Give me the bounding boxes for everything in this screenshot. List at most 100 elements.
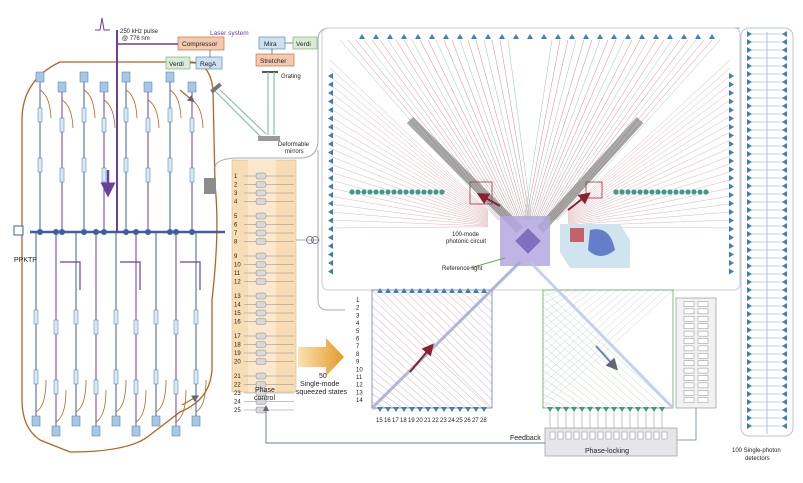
input-mesh-line <box>371 369 419 409</box>
single-photon-detector <box>747 79 752 85</box>
teal-node <box>631 189 637 195</box>
top-port <box>729 268 734 275</box>
output-mesh-line <box>542 289 674 409</box>
single-photon-detector <box>747 215 752 221</box>
output-port-bottom <box>627 407 633 412</box>
source-filter-top <box>59 167 65 183</box>
phase-locking-cell <box>661 431 668 440</box>
input-port-bottom <box>457 407 463 412</box>
teal-node <box>661 189 667 195</box>
mesh-line <box>538 39 625 221</box>
red-arrow-left <box>476 193 501 207</box>
single-photon-detector <box>782 207 787 213</box>
source-crystal-bottom <box>31 415 41 427</box>
output-mesh-line <box>542 305 658 409</box>
output-mesh-line <box>542 289 634 369</box>
top-port <box>729 251 734 258</box>
teal-node <box>427 189 433 195</box>
top-port <box>569 34 575 39</box>
single-photon-detector <box>782 271 787 277</box>
phase-shifter <box>255 301 267 308</box>
source-crystal-top <box>79 71 89 83</box>
source-filter-top <box>189 117 195 133</box>
phase-shifter <box>255 261 267 268</box>
source-filter-top <box>37 157 43 173</box>
phase-locking-cell <box>557 431 564 440</box>
mesh-line <box>329 83 489 213</box>
channel-label: 21 <box>234 374 241 380</box>
bus-node <box>145 229 151 235</box>
top-port <box>729 234 734 241</box>
mirror-element <box>210 82 222 94</box>
single-photon-detector <box>782 143 787 149</box>
bus-node <box>167 229 173 235</box>
circuit-label-1: 100-mode <box>452 232 480 238</box>
single-photon-detector <box>747 263 752 269</box>
top-port <box>729 175 734 181</box>
input-port-bottom <box>425 407 431 412</box>
input-port-label: 6 <box>356 337 360 343</box>
single-photon-detector <box>747 359 752 365</box>
bus-node <box>133 229 139 235</box>
output-switch <box>683 323 695 329</box>
mesh-line <box>395 39 510 221</box>
mesh-line <box>329 91 489 214</box>
squeezed-count: 50 <box>319 373 327 380</box>
output-mesh-line <box>542 337 626 409</box>
phase-shifter <box>255 172 267 180</box>
input-mesh-line <box>371 401 387 409</box>
mesh-line <box>528 39 577 221</box>
input-port-label: 18 <box>400 418 407 424</box>
single-photon-detector <box>747 319 752 325</box>
mesh-line <box>329 155 489 220</box>
single-photon-detector <box>747 167 752 173</box>
source-filter-bottom <box>93 379 99 395</box>
output-port-bottom <box>635 407 641 412</box>
mesh-line <box>329 171 489 222</box>
single-photon-detector <box>747 103 752 109</box>
top-port <box>328 251 333 258</box>
mesh-line <box>329 67 489 211</box>
detectors-label-2: detectors <box>745 456 770 462</box>
bus-node <box>81 229 87 235</box>
top-port <box>328 200 333 207</box>
top-port <box>443 34 449 39</box>
single-photon-detector <box>782 303 787 309</box>
output-switch <box>697 390 709 396</box>
detector-rows <box>747 31 787 434</box>
source-fiber-bottom <box>135 389 147 423</box>
top-frame <box>321 27 741 291</box>
single-photon-detector <box>782 399 787 405</box>
input-port-label: 15 <box>376 418 383 424</box>
top-port <box>328 141 333 147</box>
rega-label: RegA <box>200 61 217 68</box>
top-port <box>729 243 734 249</box>
phase-locking-cell <box>637 431 644 440</box>
channel-label: 8 <box>234 240 238 246</box>
single-photon-detector <box>747 279 752 285</box>
pulse-shape-icon <box>95 17 110 31</box>
phase-shifter <box>255 212 267 220</box>
detector-array: 100 Single-photon detectors <box>732 27 794 462</box>
single-photon-detector <box>747 151 752 157</box>
output-mesh-line <box>542 289 642 377</box>
input-port-top <box>393 288 399 293</box>
mesh-line <box>546 39 665 221</box>
output-mesh-line <box>542 297 666 409</box>
fiber-link-mid <box>296 150 345 311</box>
output-diagonal <box>528 260 675 410</box>
mesh-line <box>387 39 508 221</box>
output-switch <box>683 382 695 389</box>
top-port <box>729 260 734 266</box>
pulse-label-2: @ 776 nm <box>122 36 150 42</box>
output-mesh-line <box>542 345 618 409</box>
phase-locking-cell <box>613 431 620 440</box>
input-port-label: 13 <box>356 390 363 396</box>
mesh-line <box>329 59 489 211</box>
phase-shifter <box>255 358 267 365</box>
source-filter-bottom <box>133 379 139 395</box>
output-mesh-line <box>542 289 650 385</box>
single-photon-detector <box>747 159 752 165</box>
input-port-label: 21 <box>424 418 431 424</box>
single-photon-detector <box>747 247 752 253</box>
